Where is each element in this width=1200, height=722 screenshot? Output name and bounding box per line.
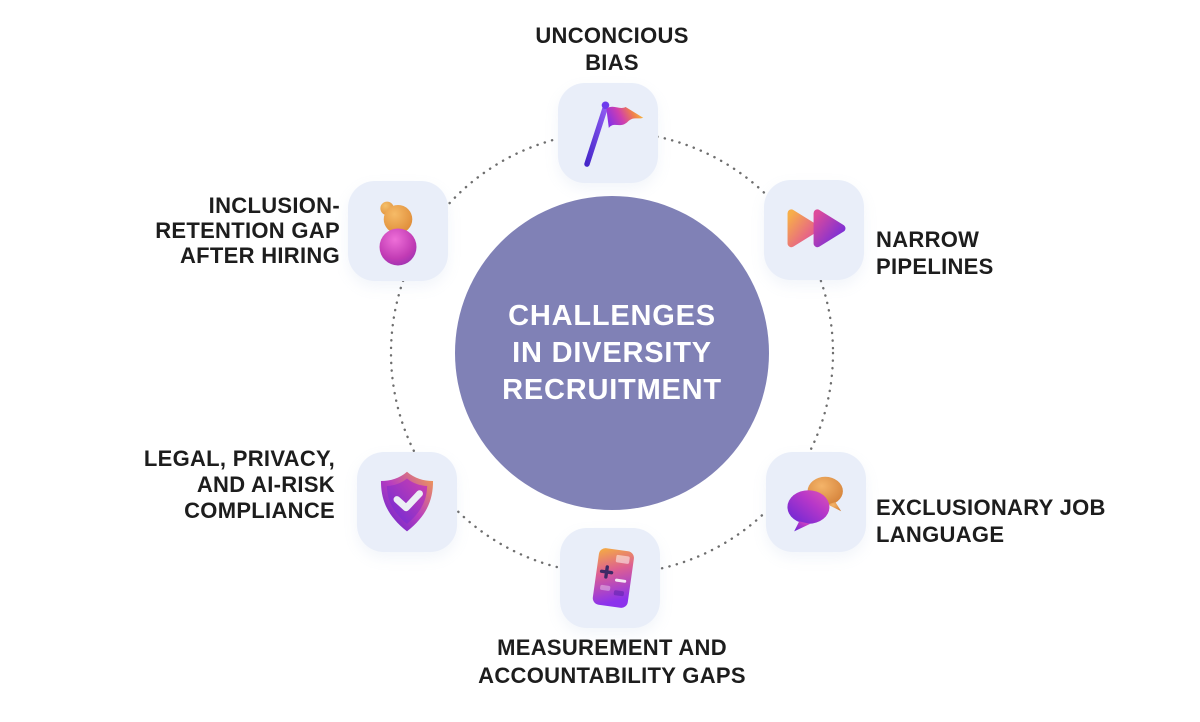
label-line: RETENTION GAP	[155, 218, 340, 243]
label-line: LANGUAGE	[876, 522, 1005, 547]
label-line: LEGAL, PRIVACY,	[143, 446, 335, 471]
icon-tile-unconcious-bias	[558, 83, 658, 183]
label-unconcious-bias: UNCONCIOUS BIAS	[412, 22, 812, 76]
label-measurement-accountability-gaps: MEASUREMENT AND ACCOUNTABILITY GAPS	[372, 634, 852, 690]
label-line: NARROW	[876, 227, 980, 252]
label-line: AFTER HIRING	[179, 243, 340, 268]
label-line: EXCLUSIONARY JOB	[876, 495, 1106, 520]
fast-forward-icon	[787, 209, 846, 248]
label-line: INCLUSION-	[208, 193, 340, 218]
label-exclusionary-job-language: EXCLUSIONARY JOB LANGUAGE	[876, 494, 1106, 548]
icon-tile-measurement-accountability-gaps	[560, 528, 660, 628]
person-icon	[379, 201, 417, 266]
flag-icon	[584, 101, 644, 167]
icon-tile-legal-privacy-ai-risk-compliance	[357, 452, 457, 552]
label-line: PIPELINES	[876, 254, 994, 279]
speech-bubbles-icon	[787, 476, 843, 532]
label-line: BIAS	[585, 50, 639, 75]
label-legal-privacy-ai-risk-compliance: LEGAL, PRIVACY, AND AI-RISK COMPLIANCE	[144, 446, 335, 524]
label-narrow-pipelines: NARROW PIPELINES	[876, 226, 994, 280]
label-line: COMPLIANCE	[184, 498, 335, 523]
diagram-title-line: IN DIVERSITY	[512, 336, 712, 369]
label-line: AND AI-RISK	[196, 472, 335, 497]
icon-tile-inclusion-retention-gap	[348, 181, 448, 281]
icon-tile-narrow-pipelines	[764, 180, 864, 280]
icon-tile-exclusionary-job-language	[766, 452, 866, 552]
diagram-title: CHALLENGES IN DIVERSITY RECRUITMENT	[502, 298, 722, 409]
center-circle: CHALLENGES IN DIVERSITY RECRUITMENT	[455, 196, 769, 510]
label-line: MEASUREMENT AND	[497, 635, 727, 660]
calculator-icon	[592, 548, 634, 608]
diagram-title-line: RECRUITMENT	[502, 373, 722, 406]
shield-check-icon	[380, 471, 434, 532]
label-inclusion-retention-gap: INCLUSION- RETENTION GAP AFTER HIRING	[155, 193, 340, 268]
label-line: ACCOUNTABILITY GAPS	[478, 663, 746, 688]
label-line: UNCONCIOUS	[535, 23, 689, 48]
diagram-title-line: CHALLENGES	[508, 299, 716, 332]
